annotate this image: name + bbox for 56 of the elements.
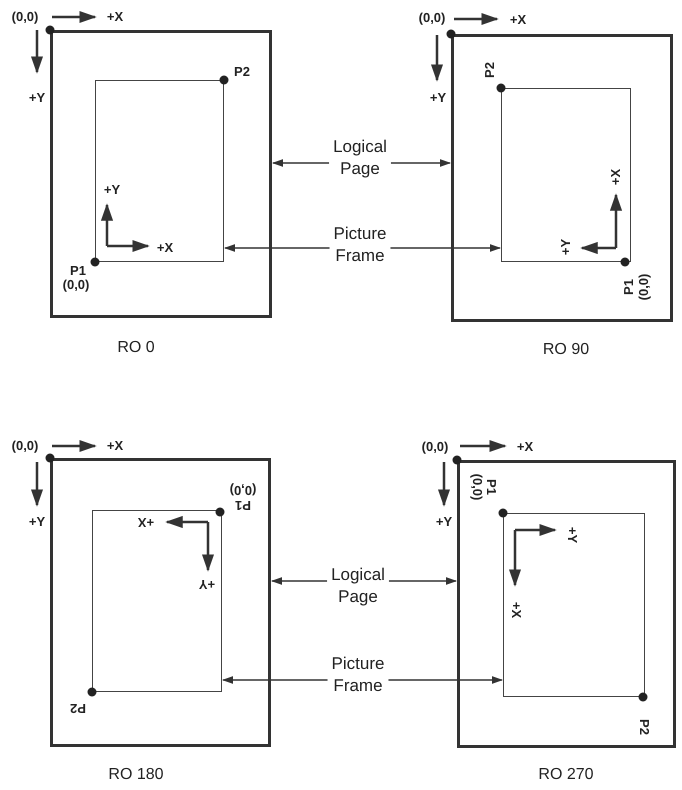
point-label: P2 [483,62,497,78]
leader-arrow [222,676,328,684]
axis-label: +X [138,515,154,529]
callout-label: Picture Frame [334,223,386,267]
coordinate-label: (0,0) [12,10,38,24]
callout-label: Logical Page [331,564,385,608]
leader-arrow [270,577,328,585]
point-label: P1 [235,498,251,512]
frame-outline [95,80,224,262]
axis-label: +X [106,439,124,453]
leader-arrow [272,159,330,167]
page-outline [50,458,271,747]
callout-label: Picture Frame [332,653,384,697]
page-outline [457,460,676,748]
page-outline [451,34,673,322]
axis-label: +Y [430,91,446,105]
axis-label: +X [509,602,523,618]
axis-label: +Y [559,238,573,256]
point-label: P1 [484,479,498,495]
panel-caption: RO 90 [542,341,590,359]
leader-arrow [388,577,458,585]
axis-label: +X [106,10,124,24]
frame-outline [501,88,631,262]
coordinate-label: (0,0) [12,439,38,453]
coordinate-label: (0,0) [418,11,446,25]
axis-label: +X [510,13,526,27]
frame-outline [92,510,222,692]
coordinate-label: (0,0) [637,274,651,300]
panel-caption: RO 270 [538,766,594,784]
axis-label: +X [516,440,534,454]
page-outline [50,30,272,318]
leader-arrow [390,244,502,252]
leader-arrow [224,244,330,252]
panel-caption: RO 0 [117,339,155,357]
coordinate-label: (0,0) [230,483,256,497]
point-label: P2 [637,719,651,735]
axis-label: +Y [198,577,216,591]
coordinate-label: (0,0) [422,440,448,454]
point-label: P1 [70,264,86,278]
coordinate-label: (0,0) [62,278,90,292]
point-label: P2 [234,65,250,79]
callout-label: Logical Page [333,136,387,180]
point-label: P2 [70,701,86,715]
axis-label: +X [609,168,623,186]
point-label: P1 [622,279,636,295]
panel-caption: RO 180 [108,766,164,784]
coordinate-label: (0,0) [470,474,484,500]
frame-outline [503,513,645,697]
axis-label: +Y [28,91,46,105]
axis-label: +Y [28,515,46,529]
axis-label: +Y [565,526,579,544]
axis-label: +Y [104,183,120,197]
leader-arrow [390,159,452,167]
axis-label: +Y [436,515,452,529]
leader-arrow [388,676,504,684]
axis-label: +X [156,241,174,255]
